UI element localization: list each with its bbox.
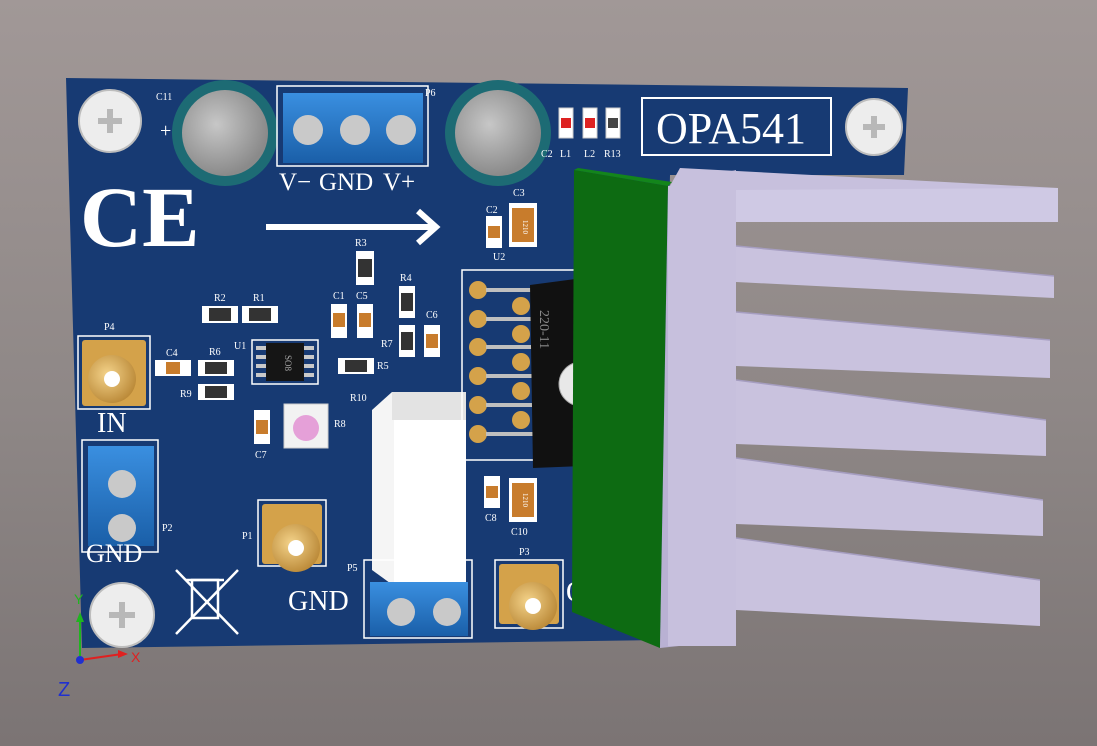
resistor-r3: [356, 251, 374, 285]
resistor-r6: [198, 360, 234, 376]
label-c4: C4: [166, 348, 178, 359]
label-c1: C1: [333, 291, 345, 302]
terminal-block-p2: [88, 446, 154, 546]
capacitor-c1: [331, 304, 347, 338]
signal-arrow: [266, 208, 441, 246]
axis-x-label: X: [131, 649, 141, 665]
ic-u1: SO8: [251, 339, 319, 385]
axis-y-label: Y: [74, 591, 84, 607]
sma-connector-p3: [499, 564, 559, 630]
sma-connector-p1: [262, 504, 322, 572]
label-c7: C7: [255, 450, 267, 461]
label-r3: R3: [355, 238, 367, 249]
label-p2: P2: [162, 523, 173, 534]
label-vminus: V−: [279, 169, 311, 196]
label-r1: R1: [253, 293, 265, 304]
capacitor-c2: [486, 216, 502, 248]
capacitor-c5: [357, 304, 373, 338]
heatsink: [572, 168, 1058, 648]
label-r6: R6: [209, 347, 221, 358]
capacitor-c3: 1210: [509, 203, 537, 247]
label-c2: C2: [486, 205, 498, 216]
potentiometer-r8: [283, 403, 329, 449]
label-p1: P1: [242, 531, 253, 542]
axis-z-label: Z: [58, 679, 70, 701]
resistor-r9: [198, 384, 234, 400]
label-vplus: V+: [383, 169, 415, 196]
label-r7: R7: [381, 339, 393, 350]
plus-sign: +: [160, 120, 171, 142]
label-l1: L1: [560, 149, 571, 160]
label-p5: P5: [347, 563, 358, 574]
label-r2: R2: [214, 293, 226, 304]
title-box: [641, 97, 832, 156]
mounting-screw-tr: [845, 98, 903, 156]
axis-triad: Y X Z: [58, 591, 141, 701]
weee-bin-icon: [175, 569, 239, 635]
label-r10: R10: [350, 393, 367, 404]
board-title: OPA541: [656, 104, 806, 153]
label-p4: P4: [104, 322, 115, 333]
u1-marking: SO8: [283, 355, 293, 372]
resistor-r2: [202, 306, 238, 323]
capacitor-c7: [254, 410, 270, 444]
capacitor-c6: [424, 325, 440, 357]
label-r4: R4: [400, 273, 412, 284]
outline-p4: [77, 335, 151, 410]
capacitor-c8: [484, 476, 500, 508]
label-r5: R5: [377, 361, 389, 372]
resistor-r1: [242, 306, 278, 323]
white-component: [372, 392, 466, 586]
label-c2-top: C2: [541, 149, 553, 160]
label-p3: P3: [519, 547, 530, 558]
mounting-screw-tl: [78, 89, 142, 153]
label-r13: R13: [604, 149, 621, 160]
c10-marking: 1210: [521, 493, 529, 508]
c3-marking: 1210: [521, 220, 529, 235]
terminal-block-p5: [370, 582, 468, 636]
label-c11: C11: [156, 92, 172, 103]
chip-pins: [469, 281, 535, 443]
label-u1: U1: [234, 341, 246, 352]
label-gnd-left: GND: [86, 539, 142, 568]
label-c6: C6: [426, 310, 438, 321]
capacitor-right-top: [445, 80, 551, 186]
label-l2: L2: [584, 149, 595, 160]
label-gnd-bottom: GND: [288, 586, 349, 617]
capacitor-c4: [155, 360, 191, 376]
label-r9: R9: [180, 389, 192, 400]
ce-mark: CE: [80, 169, 199, 265]
label-c8: C8: [485, 513, 497, 524]
label-c5: C5: [356, 291, 368, 302]
led-row: [558, 107, 621, 139]
label-in: IN: [97, 408, 127, 439]
label-c3: C3: [513, 188, 525, 199]
mounting-screw-bl: [89, 582, 155, 648]
capacitor-c11: [172, 80, 278, 186]
sma-connector-p4: [82, 340, 146, 406]
resistor-r4: [399, 286, 415, 318]
capacitor-c10: 1210: [509, 478, 537, 522]
resistor-r7: [399, 325, 415, 357]
label-r8: R8: [334, 419, 346, 430]
terminal-block-p6: [283, 93, 423, 163]
outline-p2: [81, 439, 159, 553]
label-u2: U2: [493, 252, 505, 263]
chip-marking: 220-11: [536, 310, 551, 349]
label-gnd-power: GND: [319, 169, 373, 196]
resistor-r5: [338, 358, 374, 374]
outline-p6: [276, 85, 429, 167]
outline-p5: [363, 559, 473, 639]
label-p6: P6: [425, 88, 436, 99]
label-c10: C10: [511, 527, 528, 538]
